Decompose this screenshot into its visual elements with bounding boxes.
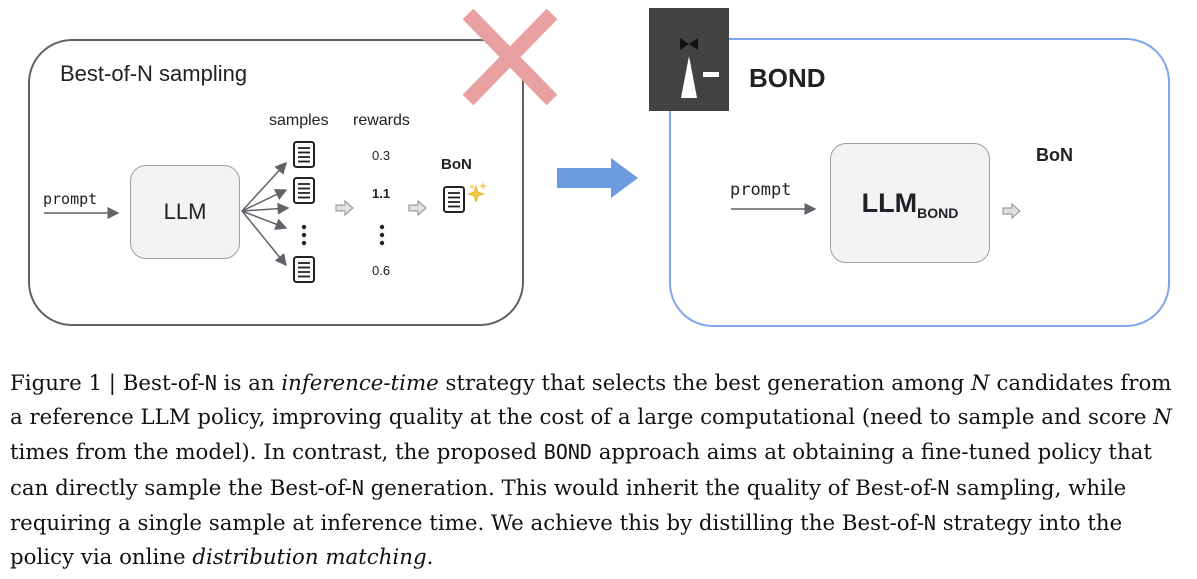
- samples-header: samples: [269, 112, 329, 129]
- document-icon: [293, 177, 315, 204]
- blue-right-arrow-icon: [557, 158, 638, 198]
- best-of-n-title: Best-of-N sampling: [60, 61, 248, 86]
- diagram-graphics: [44, 8, 1021, 283]
- document-icon: [293, 141, 315, 168]
- reward-value-best: 1.1: [372, 186, 391, 201]
- bon-document-icon: [443, 186, 465, 213]
- reward-value: 0.6: [372, 263, 391, 278]
- llm-label: LLM: [163, 199, 207, 224]
- fan-out-arrows: [241, 161, 290, 267]
- reward-value: 0.3: [372, 148, 391, 163]
- gray-arrow-icon: [1002, 203, 1021, 219]
- llm-box: LLM: [130, 165, 240, 259]
- best-of-n-panel: [28, 39, 524, 326]
- bond-panel: [669, 38, 1170, 327]
- red-x-cross-icon: [462, 8, 558, 106]
- left-bon-label: BoN: [441, 156, 472, 173]
- tuxedo-logo-icon: [649, 8, 729, 111]
- bond-title: BOND: [749, 63, 826, 93]
- left-prompt-label: prompt: [43, 190, 98, 208]
- figure-caption: Figure 1 | Best-of-N is an inference-tim…: [10, 371, 1172, 571]
- gray-arrow-icon: [335, 200, 354, 216]
- rewards-header: rewards: [353, 112, 410, 129]
- right-bon-label: BoN: [1036, 145, 1073, 165]
- right-prompt-label: prompt: [730, 180, 792, 200]
- samples-ellipsis: [301, 224, 307, 246]
- sparkle-icon: [467, 181, 488, 203]
- figure: Best-of-N sampling prompt LLM samples re…: [28, 8, 1170, 327]
- llm-bond-subscript: BOND: [917, 205, 959, 221]
- llm-bond-label: LLM: [861, 187, 918, 218]
- rewards-ellipsis: [379, 224, 385, 246]
- gray-arrow-icon: [408, 200, 427, 216]
- document-icon: [293, 256, 315, 283]
